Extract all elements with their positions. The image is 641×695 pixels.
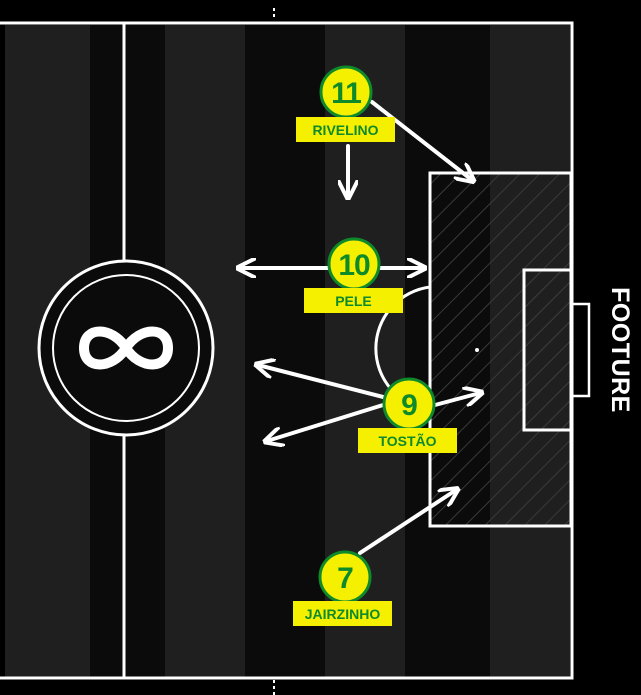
player-tostao: 9 TOSTÃO bbox=[358, 377, 457, 453]
player-pele: 10 PELE bbox=[304, 237, 403, 313]
player-number: 9 bbox=[401, 389, 417, 422]
arrow-rivelino-diagonal bbox=[370, 100, 472, 180]
player-name: JAIRZINHO bbox=[305, 606, 381, 622]
six-yard-box bbox=[522, 268, 573, 432]
player-name: RIVELINO bbox=[312, 122, 378, 138]
arrow-tostao-right bbox=[433, 393, 480, 407]
goal bbox=[569, 302, 591, 398]
player-number: 11 bbox=[331, 77, 361, 110]
movement-arrows bbox=[240, 100, 480, 555]
arrow-jairzinho bbox=[358, 490, 456, 555]
infinity-icon bbox=[79, 326, 173, 370]
player-name: TOSTÃO bbox=[378, 432, 436, 449]
pitch-lines bbox=[0, 8, 591, 695]
player-rivelino: 11 RIVELINO bbox=[296, 65, 395, 142]
center-logo bbox=[37, 259, 215, 437]
brand-wordmark: FOOTURE bbox=[606, 287, 634, 413]
penalty-spot bbox=[475, 348, 479, 352]
player-number: 7 bbox=[337, 562, 353, 595]
player-name-box bbox=[296, 117, 395, 142]
player-jairzinho: 7 JAIRZINHO bbox=[293, 550, 392, 626]
player-name-box bbox=[293, 601, 392, 626]
player-number: 10 bbox=[338, 249, 370, 282]
player-name: PELE bbox=[335, 293, 372, 309]
arrow-tostao-downleft bbox=[267, 403, 385, 441]
arrow-tostao-upleft bbox=[258, 365, 385, 399]
pitch-stripes bbox=[5, 25, 570, 677]
player-name-box bbox=[358, 428, 457, 453]
player-name-box bbox=[304, 288, 403, 313]
